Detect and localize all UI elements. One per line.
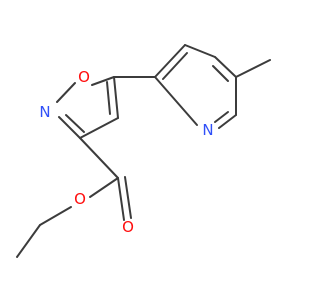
bond-c4-c5-inner [106, 81, 111, 115]
bond-py-c6-n1 [218, 114, 237, 129]
molecule-canvas: O N N O O [16, 44, 271, 258]
ring-nitrogen-label: N [39, 103, 50, 121]
bond-o1-c5 [91, 76, 115, 86]
bond-n2-c3 [58, 116, 81, 139]
bond-carbonyl-double-2 [124, 176, 132, 219]
bond-o1-n2 [56, 82, 76, 103]
bond-py-c3-c4 [184, 44, 216, 58]
pyridine-nitrogen-label: N [202, 121, 213, 139]
ester-oxygen-label: O [74, 190, 86, 208]
bond-carbonyl-double-1 [117, 177, 125, 221]
carbonyl-oxygen-label: O [122, 218, 134, 236]
bond-py-c4-c5 [214, 56, 237, 78]
bond-py-c2-c3 [154, 44, 186, 78]
bond-ethyl [16, 224, 41, 258]
bond-ester-o-ethyl [39, 206, 72, 226]
bond-py-c6-n1-inner [214, 111, 229, 123]
ring-oxygen-label: O [78, 68, 90, 86]
bond-c3-c4 [79, 117, 119, 139]
bond-n2-c3-inner [65, 114, 85, 133]
bond-c4-c5 [113, 76, 119, 119]
bond-c3-carbonyl [79, 137, 119, 179]
bond-py-c4-c5-inner [212, 65, 229, 82]
bond-py-n1-c2 [154, 76, 198, 126]
molecule-structure: O N N O O [16, 44, 271, 258]
bond-py-c2-c3-inner [162, 52, 188, 80]
bond-carbonyl-ester-o [89, 177, 119, 198]
bond-methyl [235, 59, 271, 78]
